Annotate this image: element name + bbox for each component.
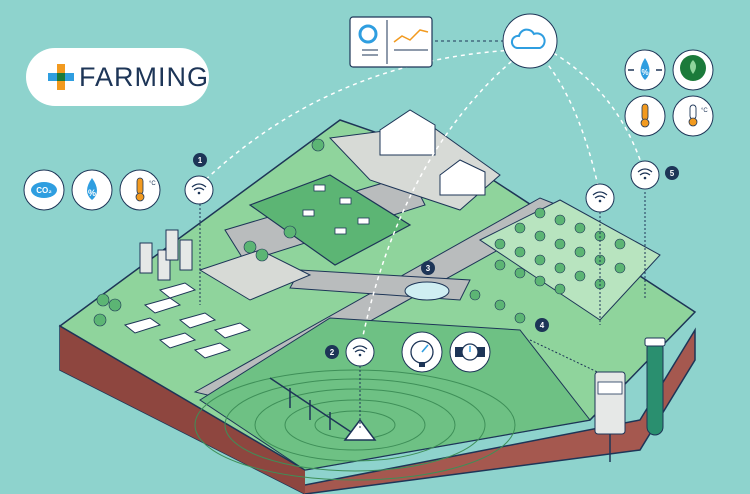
marker-3: 3 [421, 261, 435, 275]
dashboard-card [349, 16, 433, 68]
orchard-trees [494, 207, 626, 295]
pressure-gauge-icon [401, 331, 443, 373]
line-chart-icon [393, 29, 429, 43]
logo-text: FARMING [78, 61, 209, 92]
marker-1: 1 [193, 153, 207, 167]
svg-text:°C: °C [149, 181, 156, 187]
co2-icon: CO₂ [23, 169, 65, 211]
svg-text:CO₂: CO₂ [36, 186, 52, 195]
leaf-sensor-icon [672, 49, 714, 91]
rain-gauge-icon: % [624, 49, 666, 91]
flow-meter-icon [449, 331, 491, 373]
weather-station [594, 371, 626, 462]
svg-text:%: % [88, 188, 96, 198]
water-pond [404, 281, 450, 301]
trees [93, 138, 526, 327]
parking-lot [198, 249, 312, 301]
wifi-sensor-5 [630, 160, 660, 190]
humidity-icon: % [71, 169, 113, 211]
irrigated-field [199, 317, 591, 471]
marker-4: 4 [535, 318, 549, 332]
logo-cross-icon [48, 64, 74, 90]
farming-logo: FARMING [26, 48, 209, 106]
svg-text:4: 4 [540, 321, 545, 330]
pasture [248, 174, 412, 266]
marker-5: 5 [665, 166, 679, 180]
svg-text:°C: °C [701, 108, 708, 114]
cloud-connections [199, 40, 646, 351]
marker-2: 2 [325, 345, 339, 359]
soil-probe [644, 337, 666, 436]
svg-text:3: 3 [426, 264, 431, 273]
cloud-icon [502, 13, 558, 69]
donut-chart-icon [358, 24, 378, 44]
silos [139, 229, 193, 281]
cows [302, 184, 370, 235]
farmhouse [379, 109, 486, 196]
svg-text:2: 2 [330, 348, 335, 357]
soil-base [59, 324, 696, 494]
greenhouses [123, 282, 252, 359]
svg-text:%: % [641, 68, 648, 77]
svg-text:5: 5 [670, 169, 675, 178]
center-pivot-irrigator [269, 377, 377, 441]
thermometer-icon: °C [119, 169, 161, 211]
svg-text:1: 1 [198, 156, 203, 165]
wifi-sensor-2 [345, 337, 375, 367]
wifi-sensor-1 [184, 175, 214, 205]
air-temperature-icon: °C [672, 95, 714, 137]
wifi-sensor-orchard [585, 183, 615, 213]
soil-thermometer-icon [624, 95, 666, 137]
